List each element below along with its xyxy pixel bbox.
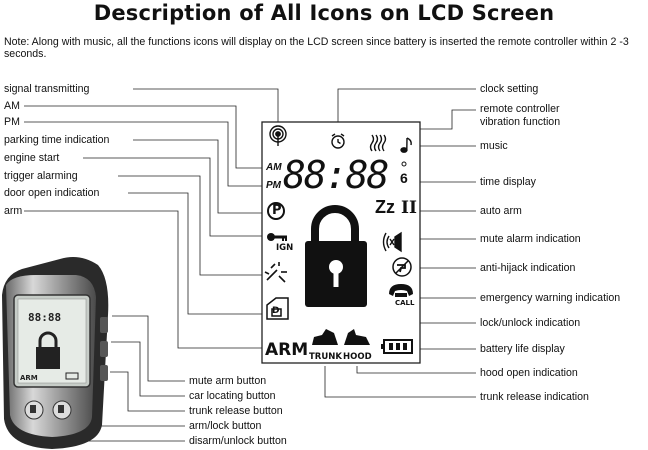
music-icon — [400, 137, 412, 153]
parking-icon — [267, 202, 285, 220]
lcd-call: CALL — [395, 299, 415, 307]
label-arm-lock-button: arm/lock button — [189, 420, 262, 432]
label-signal-transmitting: signal transmitting — [4, 83, 90, 95]
label-am: AM — [4, 100, 20, 112]
lcd-am: AM — [266, 162, 282, 173]
emergency-phone-icon — [389, 284, 413, 297]
label-trunk-release-ind: trunk release indication — [480, 391, 589, 403]
trigger-alarm-icon — [264, 262, 287, 283]
page-title: Description of All Icons on LCD Screen — [93, 1, 555, 25]
label-music: music — [480, 140, 508, 152]
label-battery-life: battery life display — [480, 343, 565, 355]
door-icon — [266, 297, 289, 320]
hood-car-icon — [344, 329, 370, 345]
lcd-small-digit: 6 — [400, 170, 408, 186]
label-engine-start: engine start — [4, 152, 60, 164]
remote-controller-image: 88:88 ARM — [2, 257, 109, 449]
note-text: Note: Along with music, all the function… — [4, 36, 629, 60]
alarm-clock-icon — [331, 133, 345, 149]
lcd-auto-arm-roman: II — [401, 198, 417, 218]
lcd-time-digits: 88:88 — [283, 153, 389, 197]
lcd-hood: HOOD — [343, 352, 372, 362]
degree-icon — [401, 161, 407, 167]
label-trunk-release-button: trunk release button — [189, 405, 283, 417]
lcd-p-letter: P — [272, 203, 282, 218]
svg-text:88:88: 88:88 — [28, 311, 61, 324]
label-time-display: time display — [480, 176, 536, 188]
label-auto-arm: auto arm — [480, 205, 522, 217]
label-arm: arm — [4, 205, 23, 217]
label-disarm-unlock-button: disarm/unlock button — [189, 435, 287, 447]
lcd-arm: ARM — [265, 340, 309, 360]
label-car-locating-button: car locating button — [189, 390, 276, 402]
label-trigger-alarming: trigger alarming — [4, 170, 78, 182]
label-vibration-1: remote controller — [480, 103, 560, 115]
trunk-car-icon — [312, 329, 338, 345]
label-parking-time: parking time indication — [4, 134, 110, 146]
label-vibration-2: vibration function — [480, 116, 561, 128]
label-emergency-warning: emergency warning indication — [480, 292, 621, 304]
label-mute-alarm: mute alarm indication — [480, 233, 581, 245]
engine-key-icon — [267, 233, 287, 241]
label-door-open: door open indication — [4, 187, 100, 199]
anti-hijack-icon — [392, 257, 412, 277]
label-pm: PM — [4, 116, 20, 128]
label-clock-setting: clock setting — [480, 83, 539, 95]
lcd-trunk: TRUNK — [309, 352, 342, 362]
signal-icon — [269, 125, 287, 146]
padlock-icon — [305, 205, 367, 307]
lcd-pm: PM — [266, 180, 281, 191]
lcd-ign: IGN — [276, 243, 294, 253]
lcd-d-letter: D — [272, 306, 280, 316]
label-mute-arm-button: mute arm button — [189, 375, 267, 387]
vibration-icon — [369, 134, 387, 152]
mute-speaker-icon — [382, 231, 402, 253]
label-hood-open: hood open indication — [480, 367, 578, 379]
lcd-auto-arm-zz: Zz — [375, 197, 395, 217]
label-anti-hijack: anti-hijack indication — [480, 262, 576, 274]
label-lock-unlock: lock/unlock indication — [480, 317, 581, 329]
svg-text:ARM: ARM — [20, 374, 38, 382]
lcd-screen — [261, 121, 421, 364]
battery-icon — [381, 339, 413, 354]
